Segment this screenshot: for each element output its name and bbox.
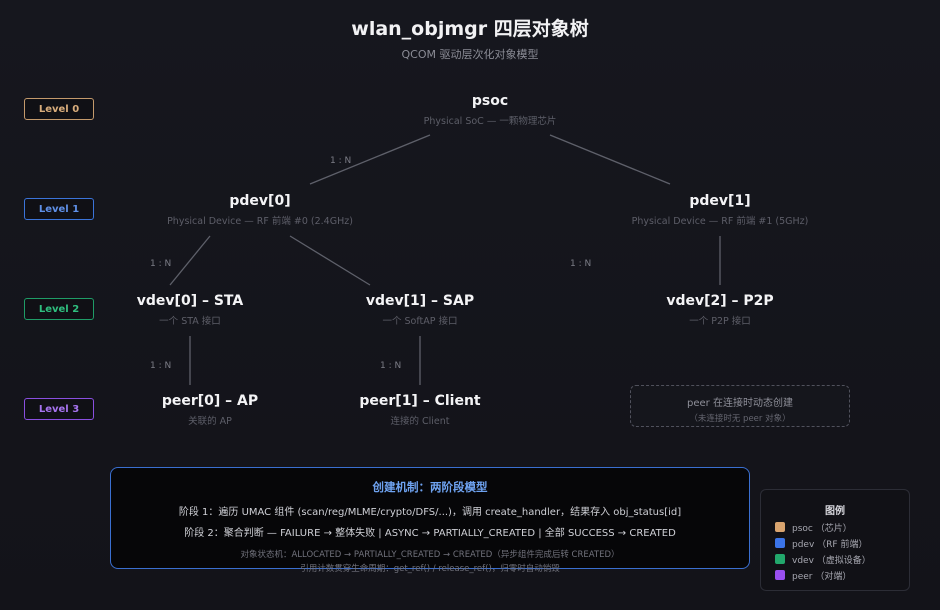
page-subtitle: QCOM 驱动层次化对象模型 [401,48,539,61]
legend-title: 图例 [825,506,845,517]
node-pdev1-name: pdev[1] [689,193,751,209]
relation-label-vdev0: 1 : N [150,361,172,371]
node-vdev0: vdev[0] – STA 一个 STA 接口 [110,293,270,327]
legend-item-vdev: vdev （虚拟设备） [775,553,909,566]
mechanism-phase2: 阶段 2：聚合判断 — FAILURE → 整体失败 | ASYNC → PAR… [184,528,676,539]
level-2-badge: Level 2 [24,298,94,320]
legend-swatch-psoc [775,522,785,532]
node-vdev1-desc: 一个 SoftAP 接口 [382,316,458,327]
node-peer0-name: peer[0] – AP [161,393,259,409]
legend-item-pdev: pdev （RF 前端） [775,537,909,550]
node-psoc-name: psoc [471,93,509,109]
mechanism-state-machine: 对象状态机：ALLOCATED → PARTIALLY_CREATED → CR… [240,550,620,560]
legend-swatch-vdev [775,554,785,564]
relation-label-pdev1: 1 : N [570,259,592,269]
edge-pdev0-vdev0 [169,235,211,286]
node-pdev1-desc: Physical Device — RF 前端 #1 (5GHz) [631,216,809,227]
node-peer0-desc: 关联的 AP [188,416,232,427]
legend-panel: 图例 psoc （芯片） pdev （RF 前端） vdev （虚拟设备） pe… [760,489,910,591]
legend-label-pdev: pdev （RF 前端） [792,539,868,550]
node-vdev0-name: vdev[0] – STA [136,293,244,309]
creation-mechanism-panel: 创建机制：两阶段模型 阶段 1：遍历 UMAC 组件 (scan/reg/MLM… [110,467,750,574]
peer-dynamic-note: peer 在连接时动态创建 （未连接时无 peer 对象） [630,385,850,427]
legend-label-peer: peer （对端） [792,571,852,582]
node-psoc-desc: Physical SoC — 一颗物理芯片 [423,116,557,127]
level-0-badge: Level 0 [24,98,94,120]
edge-pdev0-vdev1 [289,235,371,286]
node-peer0: peer[0] – AP 关联的 AP [120,393,300,427]
node-peer1-desc: 连接的 Client [390,416,450,427]
node-peer1-name: peer[1] – Client [359,393,481,409]
mechanism-title: 创建机制：两阶段模型 [372,480,488,494]
legend-label-psoc: psoc （芯片） [792,523,852,534]
legend-swatch-peer [775,570,785,580]
edge-psoc-pdev0 [309,134,431,185]
node-vdev1: vdev[1] – SAP 一个 SoftAP 接口 [340,293,500,327]
mechanism-phase1: 阶段 1：遍历 UMAC 组件 (scan/reg/MLME/crypto/DF… [178,507,682,518]
legend-label-vdev: vdev （虚拟设备） [792,555,871,566]
node-peer1: peer[1] – Client 连接的 Client [330,393,510,427]
mechanism-refcount: 引用计数贯穿生命周期：get_ref() / release_ref()，归零时… [300,564,560,574]
peer-note-line2: （未连接时无 peer 对象） [689,414,791,424]
node-vdev0-desc: 一个 STA 接口 [159,316,221,327]
edge-psoc-pdev1 [549,134,671,185]
relation-label-vdev1: 1 : N [380,361,402,371]
node-pdev1: pdev[1] Physical Device — RF 前端 #1 (5GHz… [600,193,840,227]
node-pdev0: pdev[0] Physical Device — RF 前端 #0 (2.4G… [140,193,380,227]
level-1-badge: Level 1 [24,198,94,220]
page-title: wlan_objmgr 四层对象树 [351,18,589,40]
node-psoc: psoc Physical SoC — 一颗物理芯片 [390,93,590,127]
node-vdev2-name: vdev[2] – P2P [666,293,774,309]
node-vdev1-name: vdev[1] – SAP [365,293,475,309]
node-vdev2: vdev[2] – P2P 一个 P2P 接口 [640,293,800,327]
legend-item-psoc: psoc （芯片） [775,521,909,534]
legend-swatch-pdev [775,538,785,548]
level-3-badge: Level 3 [24,398,94,420]
relation-label-psoc: 1 : N [330,156,352,166]
node-pdev0-name: pdev[0] [229,193,291,209]
node-pdev0-desc: Physical Device — RF 前端 #0 (2.4GHz) [167,216,353,227]
node-vdev2-desc: 一个 P2P 接口 [689,316,751,327]
legend-item-peer: peer （对端） [775,569,909,582]
relation-label-pdev0: 1 : N [150,259,172,269]
peer-note-line1: peer 在连接时动态创建 [687,398,793,409]
